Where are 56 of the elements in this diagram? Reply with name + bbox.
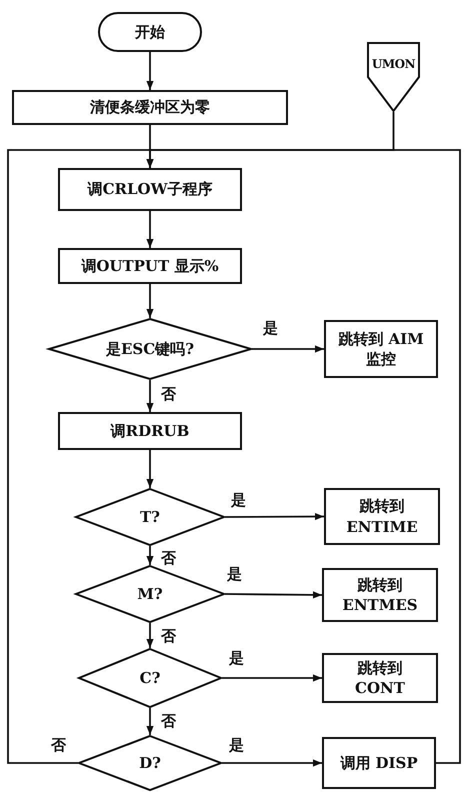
offpage-connector [367,42,420,112]
connector-arrow [146,284,154,318]
start-terminal [98,12,202,52]
edge-label: 否 [160,713,177,730]
node-label: 是ESC键吗? [105,338,195,360]
process-box [58,168,242,211]
connector-arrow [146,623,154,648]
connector-arrow [146,546,154,565]
edge-label: 是 [228,737,245,754]
decision-diamond [48,318,252,380]
node-label: 跳转到 ENTMES [341,574,419,616]
edge-label: 否 [160,550,177,566]
connector-arrow [146,450,154,488]
node-label: 跳转到 CONT [354,658,406,698]
edge-label: 是 [230,492,247,508]
node-label: 清便条缓冲区为零 [89,97,211,118]
edge-label: 是 [226,566,243,582]
node-label: UMON [372,56,416,72]
node-label: D? [138,752,162,774]
connector-arrow [146,149,461,764]
process-box [58,412,242,450]
decision-diamond [78,648,222,708]
node-label: 跳转到 ENTIME [345,496,419,537]
node-label: 调CRLOW子程序 [86,179,214,200]
decision-diamond [78,735,222,791]
edge-label: 是 [228,650,245,666]
node-label: 调OUTPUT 显示% [80,256,220,276]
node-label: M? [136,584,164,604]
jump-box [322,653,438,703]
process-box [58,248,242,284]
connector-arrow [146,52,154,90]
decision-diamond [75,565,225,623]
decision-diamond [75,488,225,546]
connector-arrow [146,380,154,412]
connector-arrow [146,708,154,735]
node-label: 跳转到 AIM监控 [337,328,425,370]
process-box [12,90,288,125]
connector-arrow [252,345,324,353]
node-label: 开始 [134,22,166,42]
edge-label: 否 [50,737,67,754]
node-label: C? [138,668,162,688]
edge-label: 否 [160,628,177,644]
edge-label: 否 [160,386,177,402]
connector-arrow [225,512,324,520]
connector-arrow [222,759,322,767]
jump-box [322,568,438,622]
node-label: 调RDRUB [109,420,190,442]
jump-box [324,320,438,378]
node-label: T? [139,506,161,528]
connector-arrow [225,591,322,598]
jump-box [324,488,440,545]
node-label: 调用 DISP [339,752,419,774]
edge-label: 是 [262,320,279,336]
jump-box [322,737,436,789]
connector-arrow [146,211,154,248]
connector-arrow [222,674,322,682]
